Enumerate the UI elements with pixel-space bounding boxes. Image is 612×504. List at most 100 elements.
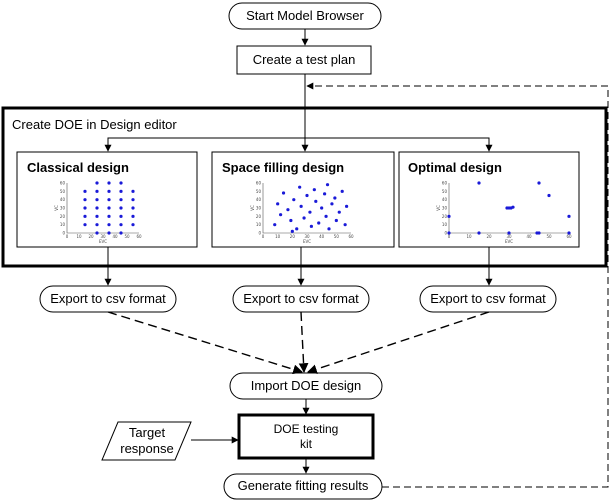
data-point [345,204,349,208]
x-axis-label: EVC [99,239,107,244]
x-tick-label: 0 [66,234,69,239]
testing-kit-line-1: DOE testing [273,422,339,436]
data-point [325,183,330,187]
data-point [95,198,99,202]
data-point [567,214,571,218]
y-tick-label: 20 [442,214,448,219]
plot-axes [262,183,351,234]
x-tick-label: 10 [275,234,281,239]
data-point [107,223,111,227]
data-point [119,198,123,202]
data-point [276,202,280,206]
y-tick-label: 50 [60,189,66,194]
data-point [281,191,286,195]
plot-axes [66,183,139,234]
x-axis-label: EVC [505,239,513,244]
start-label: Start Model Browser [246,7,364,23]
doe-group-title: Create DOE in Design editor [12,117,177,132]
classical-design-title: Classical design [27,160,129,175]
y-tick-label: 50 [256,189,262,194]
y-tick-label: 20 [256,214,262,219]
y-tick-label: 0 [444,231,447,236]
data-point [119,231,123,235]
data-point [535,231,539,235]
data-point [302,216,306,220]
x-tick-label: 50 [124,234,130,239]
data-point [447,214,451,218]
data-point [107,206,111,210]
testing-kit-line-2: kit [300,437,312,451]
x-tick-label: 60 [348,234,354,239]
arrow-to-classical [104,137,305,152]
data-point [314,199,318,203]
data-point [131,206,135,210]
x-tick-label: 0 [448,234,451,239]
data-point [320,206,324,210]
y-axis-label: VC [54,205,59,211]
data-point [334,218,338,223]
data-point [131,214,135,218]
data-point [273,223,277,227]
data-point [477,181,481,185]
data-point [83,189,87,193]
x-tick-label: 20 [290,234,296,239]
data-point [327,227,331,231]
x-tick-label: 40 [319,234,325,239]
data-point [343,223,347,227]
y-tick-label: 0 [62,231,65,236]
data-point [477,231,481,235]
data-point [330,202,334,206]
data-point [507,231,511,235]
dashed-connectors [107,311,490,375]
data-point [505,206,509,210]
data-point [119,214,123,218]
data-point [83,214,87,218]
y-tick-label: 10 [442,222,448,227]
data-point [290,229,294,233]
y-tick-label: 40 [442,197,448,202]
y-axis-label: VC [436,205,441,211]
data-point [289,218,293,223]
data-point [547,193,551,198]
data-point [511,205,515,209]
y-tick-label: 40 [256,197,262,202]
data-point [337,210,341,214]
y-tick-label: 60 [442,181,448,186]
space-filling-design-title: Space filling design [222,160,345,175]
y-tick-label: 0 [258,231,261,236]
generate-label: Generate fitting results [237,478,369,494]
data-point [95,206,99,210]
data-point [107,181,111,185]
data-point [119,181,123,185]
y-tick-label: 10 [60,222,66,227]
create-plan-box [236,45,372,75]
dashed-export1-to-import [107,311,303,375]
data-point [292,198,296,202]
feedback-loop [306,82,609,488]
x-tick-label: 30 [100,234,106,239]
data-point [567,231,571,235]
data-point [340,189,344,193]
y-tick-label: 30 [256,206,262,211]
data-point [317,221,321,225]
data-point [299,204,303,208]
data-point [309,224,313,228]
classical-panel [16,151,198,248]
data-point [83,206,87,210]
export-label-3: Export to csv format [430,290,546,306]
data-point [119,223,123,227]
data-point [286,208,290,212]
target-line-1: Target [128,424,166,440]
x-tick-label: 10 [76,234,82,239]
testing-kit-label: DOE testing kit [239,417,373,457]
data-point [119,189,123,193]
data-point [298,185,302,189]
data-point [95,231,99,235]
export-label-1: Export to csv format [50,290,166,306]
export-label-2: Export to csv format [243,290,359,306]
y-tick-label: 20 [60,214,66,219]
data-point [131,198,135,202]
